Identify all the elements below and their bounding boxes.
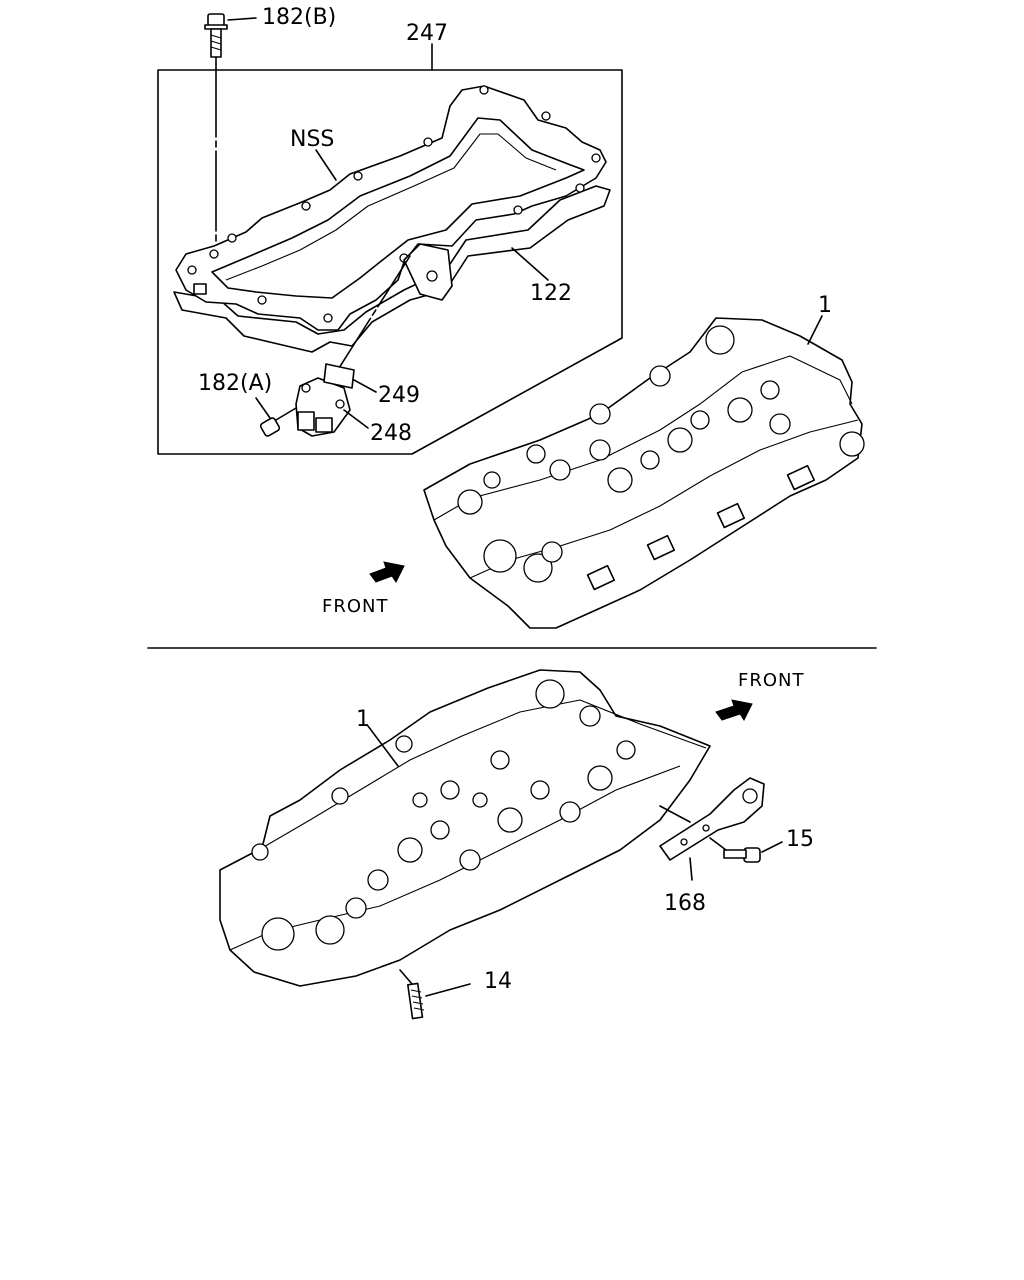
leader-182b: [227, 17, 257, 21]
callout-249: 249: [378, 383, 420, 408]
callout-14: 14: [484, 969, 512, 994]
cylinder-head-upper: [423, 315, 865, 629]
callout-248: 248: [370, 421, 412, 446]
callout-1-bottom: 1: [356, 707, 370, 732]
callout-1-top: 1: [818, 293, 832, 318]
front-arrow-bottom: [715, 699, 753, 721]
callout-122: 122: [530, 281, 572, 306]
cylinder-head-lower: [219, 669, 711, 987]
bolt-15: [709, 837, 783, 863]
sensor-248: [295, 377, 351, 437]
front-label-top: FRONT: [322, 596, 389, 617]
stud-14: [399, 969, 471, 1020]
callout-182a: 182(A): [198, 371, 272, 396]
leader-122: [511, 247, 549, 281]
leader-1-bottom: [367, 725, 399, 767]
gasket-frame-122: [173, 85, 611, 353]
bolt-182a: [255, 397, 297, 437]
lower-view: [219, 669, 783, 1020]
leader-1-top: [807, 315, 823, 345]
callout-168: 168: [664, 891, 706, 916]
upper-view: [157, 13, 865, 629]
bracket-168: [659, 777, 765, 881]
bolt-182b: [204, 13, 228, 247]
kit-247-frame: [157, 69, 623, 455]
leader-nss: [315, 149, 337, 181]
callout-247: 247: [406, 21, 448, 46]
callout-nss: NSS: [290, 127, 334, 152]
callout-182b: 182(B): [262, 5, 336, 30]
front-label-bottom: FRONT: [738, 670, 805, 691]
front-arrow-top: [369, 561, 405, 583]
callout-15: 15: [786, 827, 814, 852]
plate-249: [323, 363, 377, 393]
